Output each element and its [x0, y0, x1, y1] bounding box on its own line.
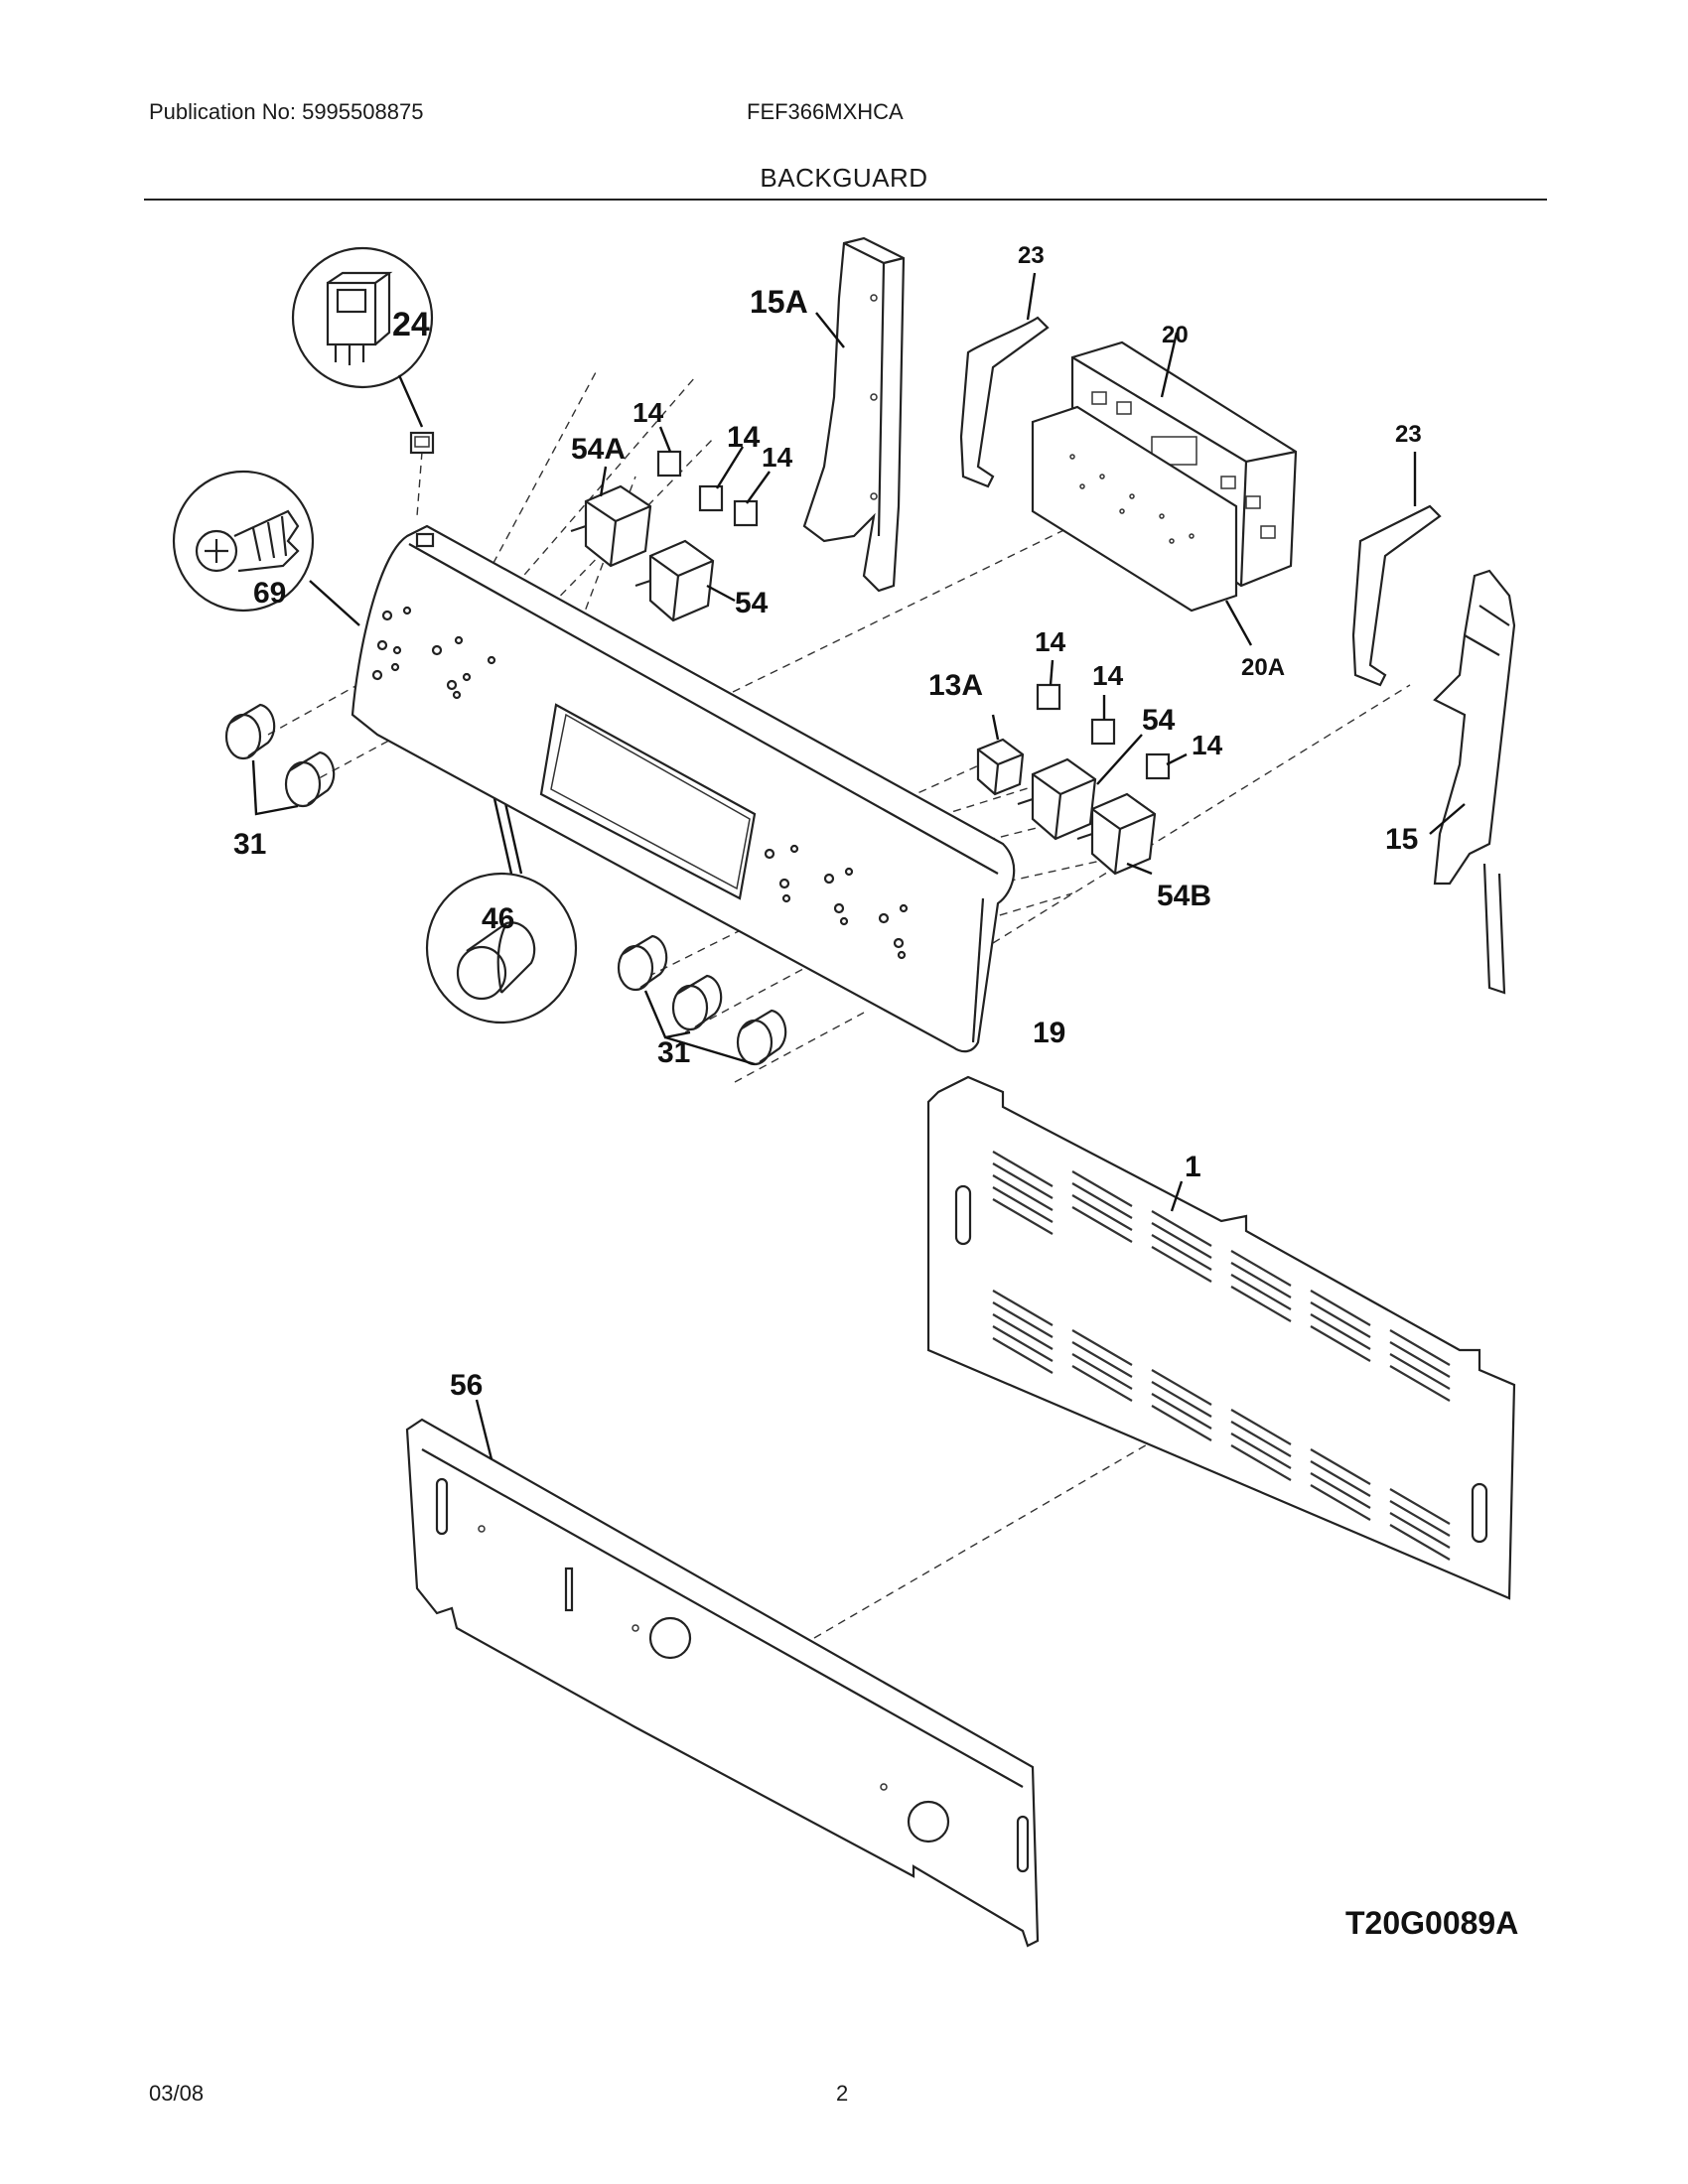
bracket-right [1429, 569, 1516, 995]
label-15A: 15A [750, 284, 808, 320]
label-24: 24 [392, 306, 430, 343]
part-labels: 24 15A 23 20 14 54A 14 14 69 54 23 20A 1… [233, 242, 1518, 1941]
section-title: BACKGUARD [760, 163, 928, 193]
label-46: 46 [482, 902, 514, 935]
trim-bracket-bottom [1351, 452, 1442, 687]
label-1: 1 [1185, 1151, 1201, 1183]
relay-blocks [656, 426, 1188, 780]
infinite-switches [570, 466, 1157, 876]
label-31-bottom: 31 [657, 1036, 690, 1069]
rear-panel [926, 1075, 1516, 1600]
lower-panel [405, 1399, 1040, 1948]
label-14-a: 14 [633, 397, 664, 428]
header-rule [144, 199, 1547, 201]
screw-callout [172, 470, 360, 626]
label-23-right: 23 [1395, 421, 1422, 448]
page-number: 2 [836, 2081, 849, 2106]
label-15: 15 [1385, 823, 1418, 856]
label-14-e: 14 [1092, 660, 1124, 691]
label-23-top: 23 [1018, 242, 1045, 269]
keypad-overlay [1031, 405, 1253, 646]
label-14-b: 14 [727, 421, 761, 454]
label-54A: 54A [571, 433, 626, 466]
control-knobs [224, 703, 787, 1066]
label-20: 20 [1162, 322, 1189, 348]
label-13A: 13A [928, 669, 983, 702]
label-14-f: 14 [1192, 730, 1223, 760]
publication-number: Publication No: 5995508875 [149, 99, 424, 124]
label-54-top: 54 [735, 587, 769, 619]
drawing-id: T20G0089A [1345, 1905, 1518, 1941]
model-number: FEF366MXHCA [747, 99, 904, 124]
bracket-left [802, 236, 906, 593]
label-19: 19 [1033, 1017, 1065, 1049]
label-20A: 20A [1241, 654, 1285, 681]
label-14-d: 14 [1035, 626, 1066, 657]
trim-bracket-top [959, 272, 1050, 488]
label-31-left: 31 [233, 828, 266, 861]
label-54B: 54B [1157, 880, 1211, 912]
control-panel [351, 524, 1016, 1053]
label-54-mid: 54 [1142, 704, 1176, 737]
rocker-switch-callout [291, 246, 435, 455]
label-69: 69 [253, 577, 286, 610]
knob-cap-callout [425, 674, 578, 1024]
footer-date: 03/08 [149, 2081, 205, 2106]
label-14-c: 14 [762, 442, 793, 473]
label-56: 56 [450, 1369, 483, 1402]
